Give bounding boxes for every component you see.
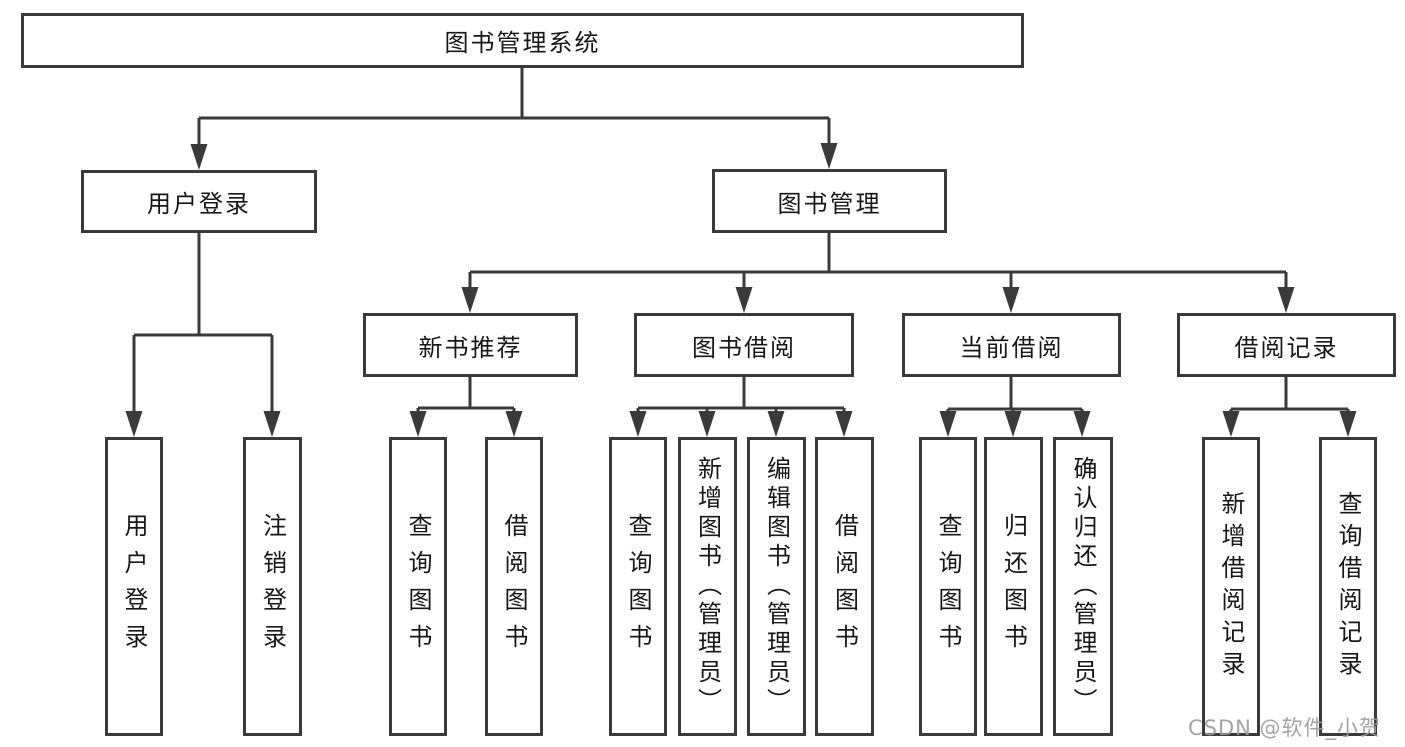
leaf-edit-books-admin-label: 编辑图书（管理员） — [762, 456, 791, 717]
leaf-query-books-borrowing-label: 查询图书 — [624, 512, 652, 661]
connector-lines — [132, 68, 1350, 412]
leaf-query-books-recommendation: 查询图书 — [389, 437, 447, 736]
leaf-query-books-current: 查询图书 — [919, 437, 977, 736]
leaf-user-login: 用户登录 — [105, 437, 163, 736]
leaf-add-borrow-record-label: 新增借阅记录 — [1217, 490, 1245, 683]
leaf-confirm-return-admin: 确认归还（管理员） — [1053, 437, 1113, 736]
connector-arrowheads — [125, 143, 1357, 437]
node-new-book-recommendation: 新书推荐 — [363, 313, 578, 377]
node-current-borrowing: 当前借阅 — [902, 313, 1121, 377]
node-borrowing-records: 借阅记录 — [1177, 313, 1396, 377]
leaf-borrow-books-recommendation-label: 借阅图书 — [500, 512, 528, 661]
leaf-confirm-return-admin-label: 确认归还（管理员） — [1069, 456, 1097, 717]
leaf-return-books: 归还图书 — [984, 437, 1043, 736]
leaf-add-books-admin: 新增图书（管理员） — [678, 437, 737, 736]
leaf-logout: 注销登录 — [243, 437, 302, 736]
leaf-query-books-current-label: 查询图书 — [934, 512, 962, 661]
leaf-user-login-label: 用户登录 — [120, 512, 148, 661]
csdn-watermark: CSDN @软件_小贺同学 — [1188, 716, 1382, 747]
leaf-edit-books-admin: 编辑图书（管理员） — [747, 437, 806, 736]
leaf-add-books-admin-label: 新增图书（管理员） — [693, 456, 722, 717]
leaf-borrow-books: 借阅图书 — [815, 437, 874, 736]
leaf-add-borrow-record: 新增借阅记录 — [1202, 437, 1260, 736]
node-book-management: 图书管理 — [712, 169, 947, 233]
node-user-login: 用户登录 — [81, 170, 317, 233]
leaf-borrow-books-label: 借阅图书 — [830, 512, 859, 661]
leaf-query-borrow-record-label: 查询借阅记录 — [1334, 490, 1362, 683]
leaf-borrow-books-recommendation: 借阅图书 — [485, 437, 543, 736]
node-book-borrowing: 图书借阅 — [634, 313, 854, 377]
leaf-query-books-borrowing: 查询图书 — [609, 437, 667, 736]
leaf-query-borrow-record: 查询借阅记录 — [1319, 437, 1377, 736]
leaf-logout-label: 注销登录 — [258, 512, 287, 661]
leaf-query-books-recommendation-label: 查询图书 — [404, 512, 432, 661]
leaf-return-books-label: 归还图书 — [999, 512, 1028, 661]
node-library-management-system: 图书管理系统 — [21, 13, 1024, 68]
